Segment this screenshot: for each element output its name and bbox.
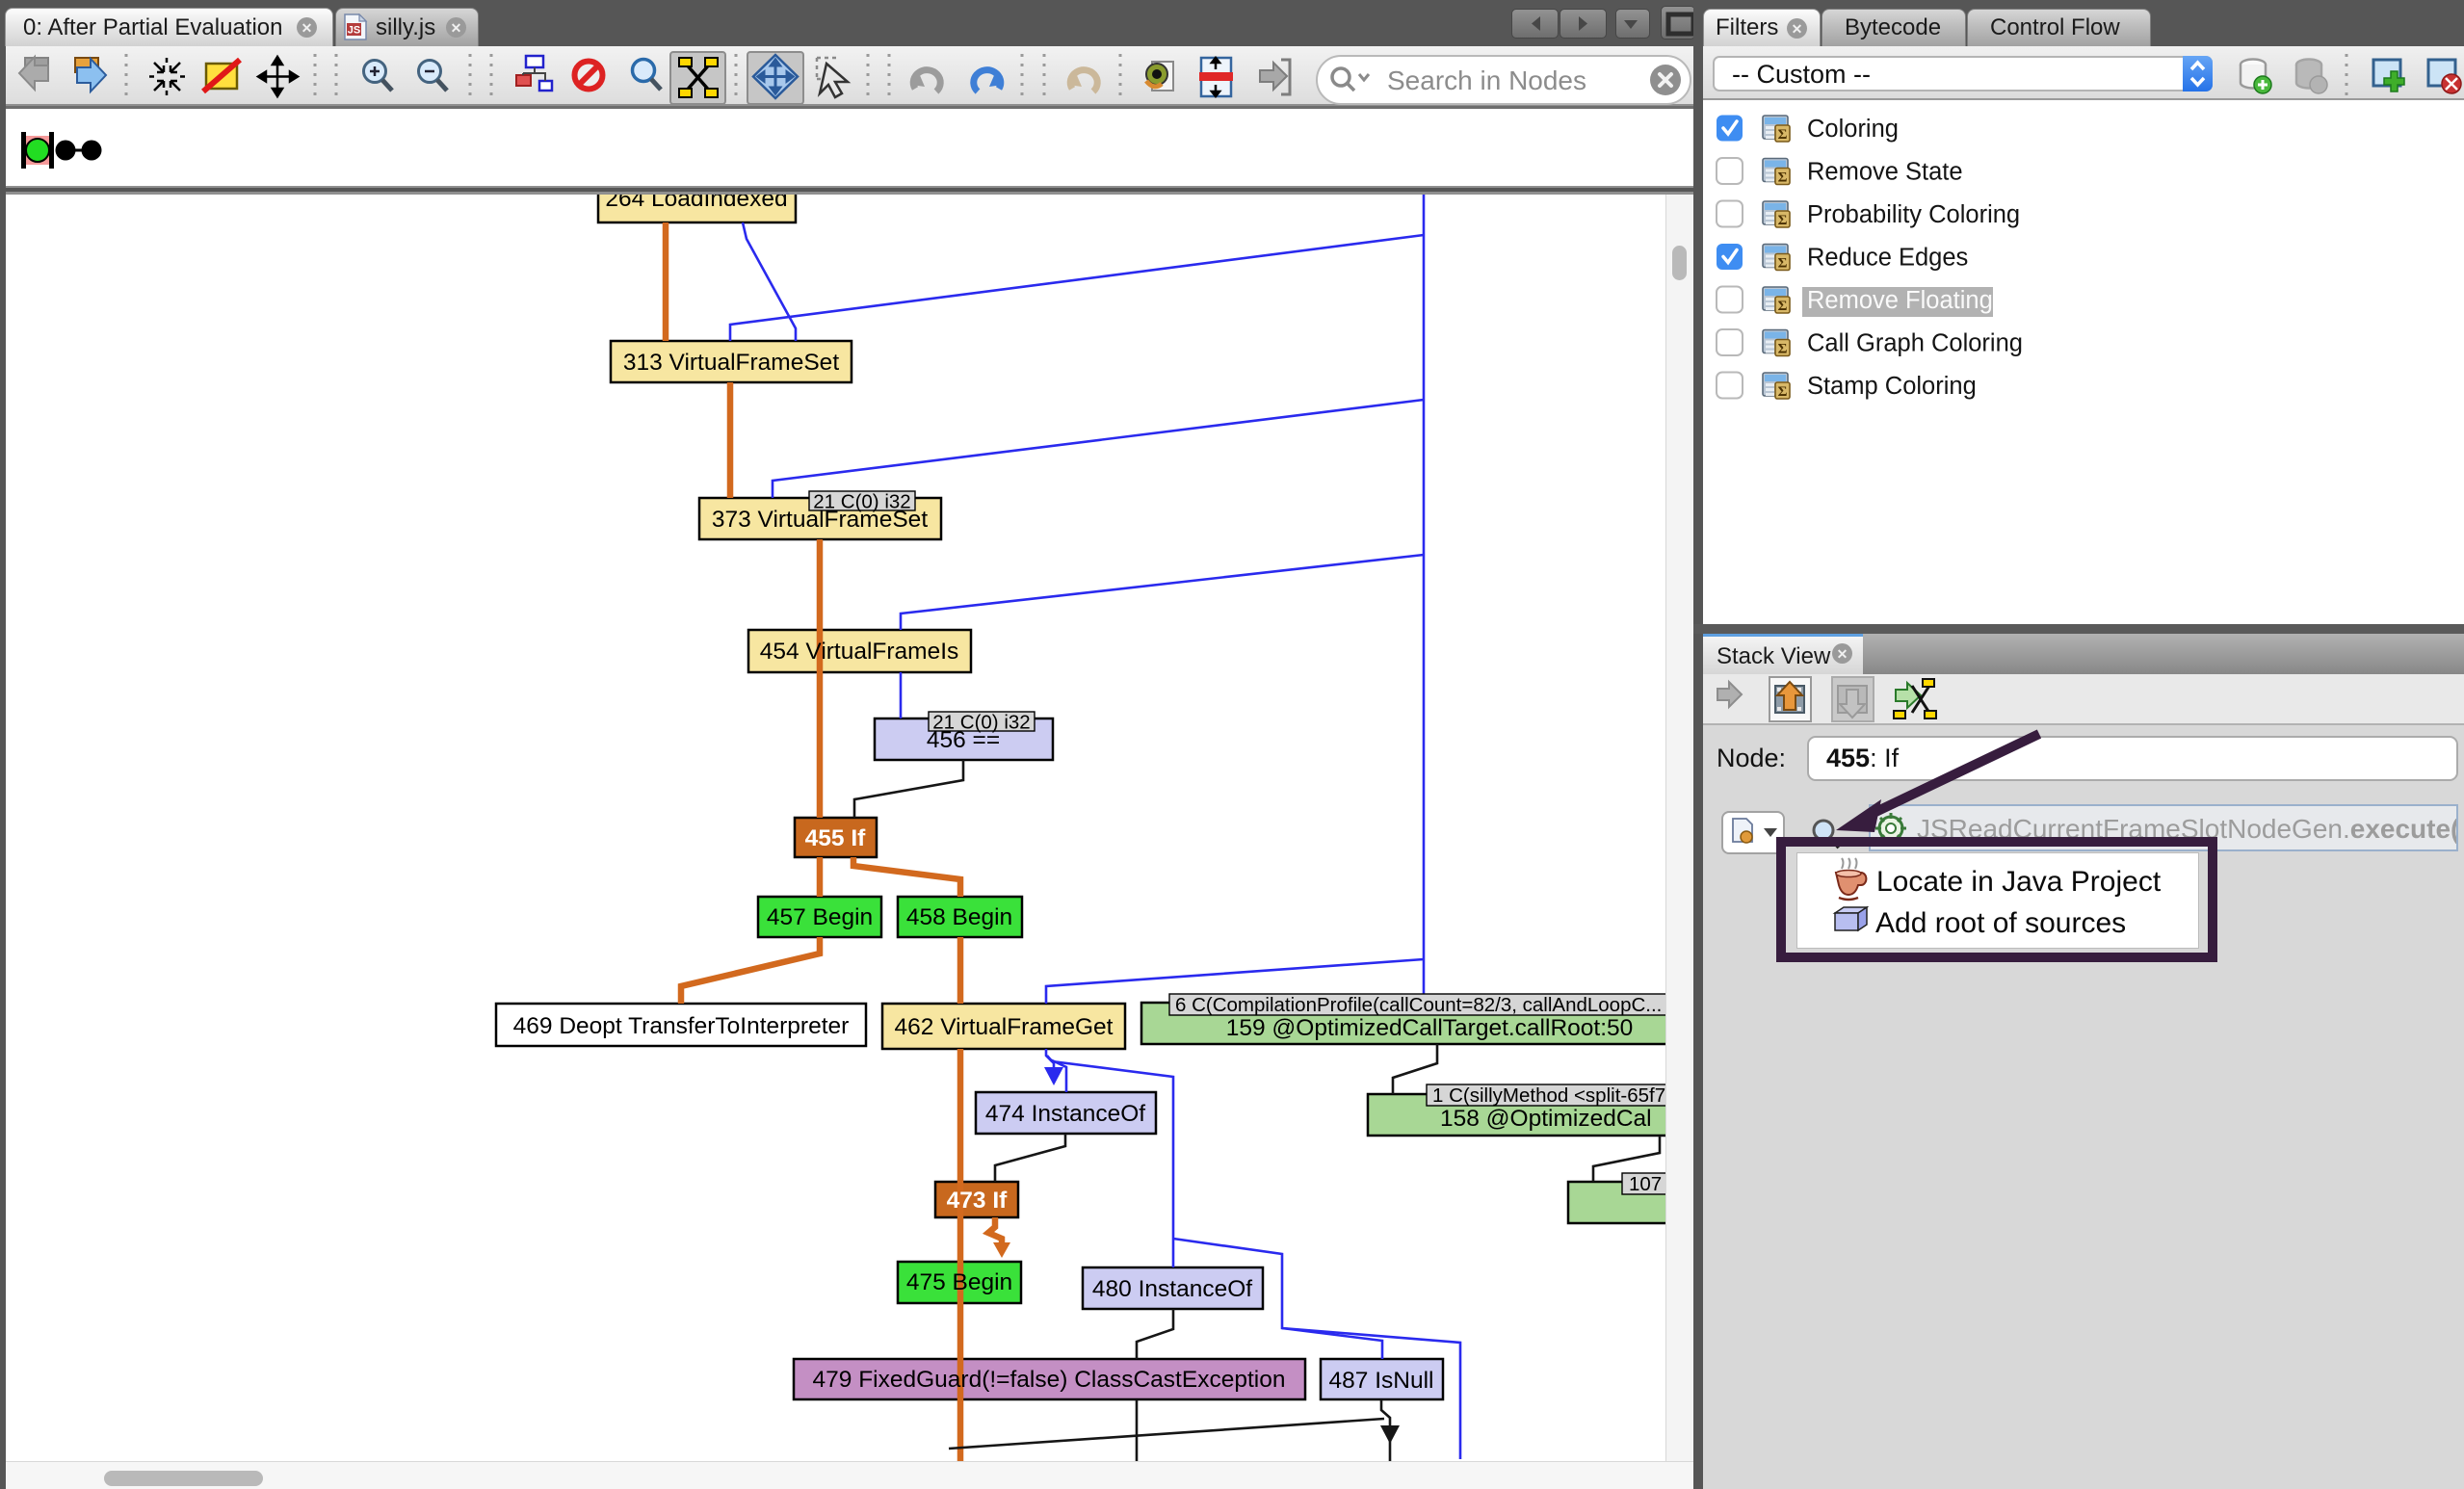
svg-text:Call Graph Coloring: Call Graph Coloring (1807, 330, 2023, 357)
svg-text:158 @OptimizedCal: 158 @OptimizedCal (1440, 1106, 1652, 1132)
svg-text:1 C(sillyMethod <split-65f7: 1 C(sillyMethod <split-65f7 (1432, 1084, 1665, 1107)
svg-text:21 C(0) i32: 21 C(0) i32 (932, 712, 1030, 734)
svg-text:457 Begin: 457 Begin (767, 904, 873, 930)
svg-text:480 InstanceOf: 480 InstanceOf (1092, 1276, 1252, 1302)
svg-text:313 VirtualFrameSet: 313 VirtualFrameSet (623, 350, 839, 376)
svg-text:455 If: 455 If (805, 825, 866, 851)
svg-text:454 VirtualFrameIs: 454 VirtualFrameIs (760, 639, 959, 665)
svg-text:469 Deopt TransferToInterprete: 469 Deopt TransferToInterpreter (513, 1013, 850, 1039)
svg-text:107: 107 (1629, 1173, 1662, 1195)
svg-text:Probability Coloring: Probability Coloring (1807, 201, 2020, 228)
svg-text:264 LoadIndexed: 264 LoadIndexed (605, 195, 787, 212)
svg-text:487 IsNull: 487 IsNull (1329, 1368, 1434, 1394)
svg-text:Coloring: Coloring (1807, 116, 1899, 143)
svg-text:Stamp Coloring: Stamp Coloring (1807, 373, 1977, 400)
svg-text:475 Begin: 475 Begin (906, 1269, 1012, 1295)
svg-text:479 FixedGuard(!=false) ClassC: 479 FixedGuard(!=false) ClassCastExcepti… (813, 1367, 1286, 1393)
svg-text:159 @OptimizedCallTarget.callR: 159 @OptimizedCallTarget.callRoot:50 (1226, 1015, 1634, 1041)
svg-text:21 C(0) i32: 21 C(0) i32 (813, 491, 910, 513)
svg-text:474 InstanceOf: 474 InstanceOf (985, 1101, 1145, 1127)
svg-text:458 Begin: 458 Begin (906, 904, 1012, 930)
svg-text:6 C(CompilationProfile(callCou: 6 C(CompilationProfile(callCount=82/3, c… (1175, 994, 1662, 1016)
svg-text:Reduce Edges: Reduce Edges (1807, 245, 1968, 272)
svg-text:462 VirtualFrameGet: 462 VirtualFrameGet (895, 1014, 1114, 1040)
svg-text:Remove State: Remove State (1807, 159, 1963, 186)
svg-text:473 If: 473 If (947, 1188, 1008, 1214)
svg-text:Remove Floating: Remove Floating (1807, 287, 1993, 314)
svg-text:JS: JS (348, 25, 360, 37)
